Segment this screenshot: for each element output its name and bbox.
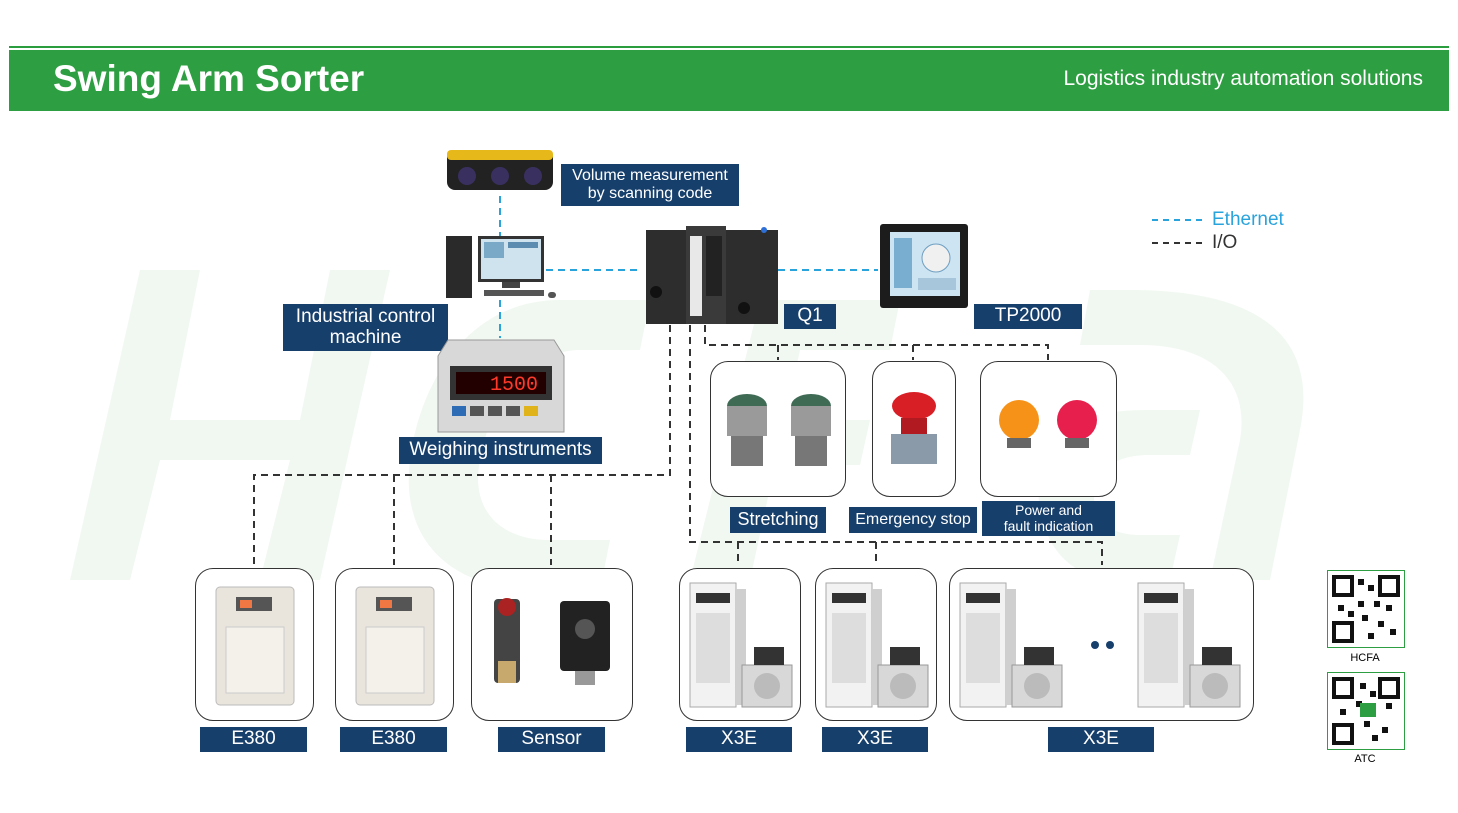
io-dash-swatch xyxy=(1152,241,1202,244)
tp2000-hmi-icon xyxy=(880,224,968,308)
ethernet-links xyxy=(499,196,878,338)
ipc-label-line2: machine xyxy=(329,326,402,348)
scanner-label-line2: by scanning code xyxy=(587,185,713,202)
io-q1-servo-bus xyxy=(689,325,1103,565)
x3e-label-1: X3E xyxy=(686,727,792,752)
industrial-pc-icon xyxy=(446,236,556,298)
qr-caption-hcfa: HCFA xyxy=(1350,652,1380,664)
header-bar: Swing Arm Sorter Logistics industry auto… xyxy=(9,50,1449,111)
stretching-device-box xyxy=(710,361,846,497)
sensor-label: Sensor xyxy=(498,727,605,752)
weighing-label: Weighing instruments xyxy=(399,437,602,464)
e380-label-1: E380 xyxy=(200,727,307,752)
qr-caption-atc: ATC xyxy=(1354,753,1376,765)
servo-drive-icon xyxy=(825,582,929,708)
emergency-stop-box xyxy=(872,361,956,497)
scanner-camera-icon xyxy=(447,150,553,190)
x3e-label-3: X3E xyxy=(1048,727,1154,752)
qr-code-icon xyxy=(1332,575,1400,643)
ipc-label-line1: Industrial control xyxy=(295,305,436,327)
power-fault-label: Power and fault indication xyxy=(982,501,1115,536)
page-title: Swing Arm Sorter xyxy=(53,58,365,99)
header-top-rule xyxy=(9,46,1449,48)
indicator-lamp-icon xyxy=(999,400,1097,448)
stretching-label: Stretching xyxy=(730,507,826,533)
io-links xyxy=(253,325,1103,565)
q1-label: Q1 xyxy=(784,304,836,329)
q1-controller-icon xyxy=(646,226,778,324)
scanner-label: Volume measurement by scanning code xyxy=(561,164,739,206)
legend-ethernet: Ethernet xyxy=(1152,208,1284,231)
legend-io-label: I/O xyxy=(1212,231,1238,253)
io-q1-left-bus xyxy=(253,325,671,565)
servo-drive-icon xyxy=(689,582,793,708)
weighing-display-readout: 1500 xyxy=(490,374,538,397)
tp2000-label: TP2000 xyxy=(974,304,1082,329)
x3e-label-2: X3E xyxy=(822,727,928,752)
x3e-servo-box-2 xyxy=(815,568,937,721)
e380-label-2: E380 xyxy=(340,727,447,752)
ethernet-dash-swatch xyxy=(1152,218,1202,221)
inverter-icon xyxy=(215,586,295,706)
e380-inverter-box-2 xyxy=(335,568,454,721)
qr-code-hcfa[interactable] xyxy=(1327,570,1405,648)
indicator-lights-box xyxy=(980,361,1117,497)
scanner-label-line1: Volume measurement xyxy=(572,167,728,185)
servo-drive-group-icon xyxy=(959,582,1241,708)
legend: Ethernet I/O xyxy=(1152,208,1284,254)
emergency-stop-label: Emergency stop xyxy=(849,507,977,533)
emergency-stop-icon xyxy=(891,392,937,464)
page-subtitle: Logistics industry automation solutions xyxy=(1063,67,1423,90)
push-button-icon xyxy=(727,394,831,466)
ipc-label: Industrial control machine xyxy=(283,304,448,351)
sensor-box xyxy=(471,568,633,721)
inverter-icon xyxy=(355,586,435,706)
power-fault-label-line2: fault indication xyxy=(1003,517,1094,534)
legend-ethernet-label: Ethernet xyxy=(1212,208,1284,230)
x3e-servo-box-1 xyxy=(679,568,801,721)
e380-inverter-box-1 xyxy=(195,568,314,721)
x3e-servo-group-box xyxy=(949,568,1254,721)
qr-code-atc[interactable] xyxy=(1327,672,1405,750)
photoelectric-sensor-icon xyxy=(494,598,610,685)
power-fault-label-line1: Power and xyxy=(1015,502,1082,519)
io-q1-panel-bus xyxy=(704,325,1049,360)
legend-io: I/O xyxy=(1152,231,1284,254)
qr-code-icon xyxy=(1332,677,1400,745)
weighing-instrument-icon: 1500 xyxy=(437,339,565,433)
